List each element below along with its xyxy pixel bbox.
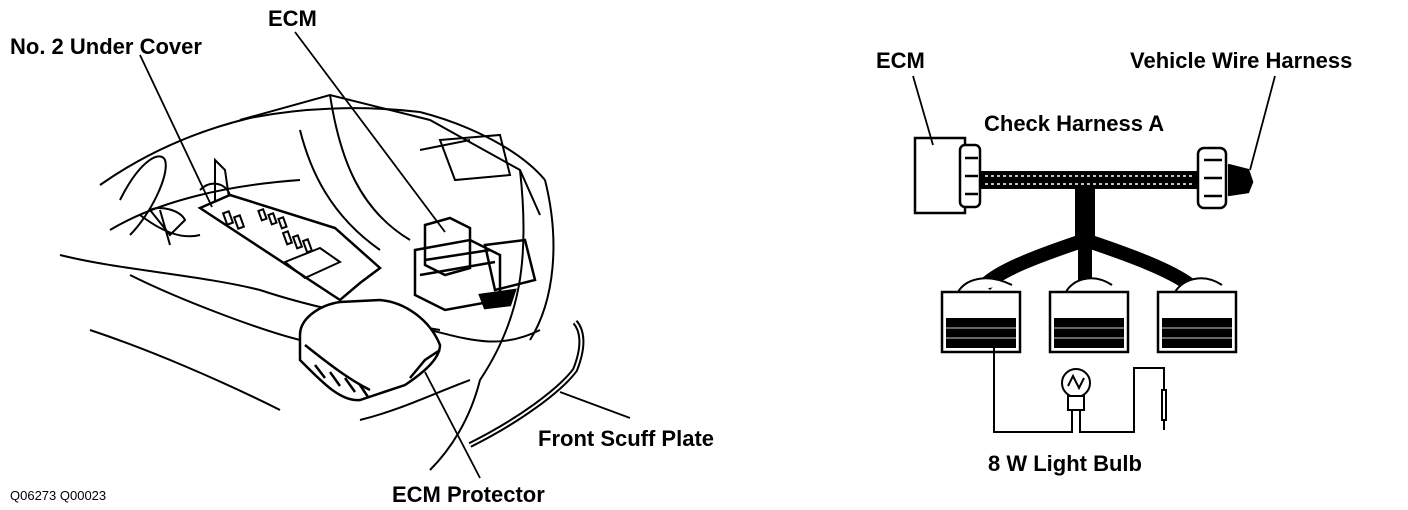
figure-codes: Q06273 Q00023 xyxy=(10,488,107,503)
left-illustration xyxy=(59,93,555,471)
ecm-protector xyxy=(298,298,442,402)
label-vehicle-wire-harness: Vehicle Wire Harness xyxy=(1130,48,1353,73)
label-ecm-left: ECM xyxy=(268,6,317,31)
left-leader-lines xyxy=(139,31,631,479)
check-connector-left xyxy=(940,277,1022,354)
label-no2-under-cover: No. 2 Under Cover xyxy=(10,34,202,59)
label-check-harness-a: Check Harness A xyxy=(984,111,1165,136)
bulb-circuit xyxy=(993,345,1167,433)
vehicle-connector xyxy=(1196,146,1254,210)
harness-cable xyxy=(980,171,1198,291)
under-cover-panel xyxy=(197,193,382,302)
ecm-box xyxy=(413,216,537,312)
label-ecm-protector: ECM Protector xyxy=(392,482,545,507)
check-connector-right xyxy=(1156,277,1238,354)
label-front-scuff-plate: Front Scuff Plate xyxy=(538,426,715,451)
label-ecm-right: ECM xyxy=(876,48,925,73)
right-leader-lines xyxy=(912,75,1276,171)
right-ecm xyxy=(913,136,982,215)
label-8w-light-bulb: 8 W Light Bulb xyxy=(988,451,1142,476)
check-connector-middle xyxy=(1048,277,1130,354)
